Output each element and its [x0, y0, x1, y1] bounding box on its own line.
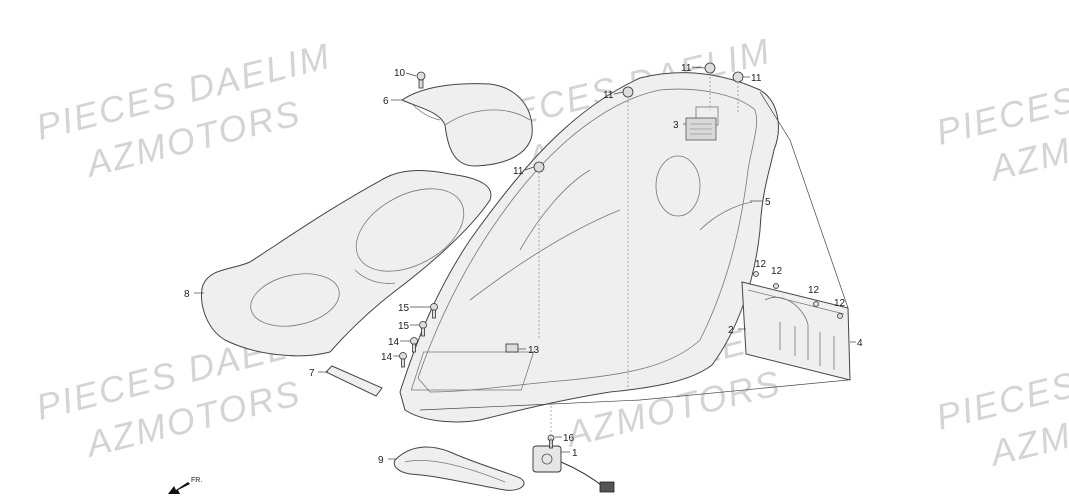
callout-5: 5	[765, 197, 771, 208]
callout-4: 4	[857, 338, 863, 349]
callout-14-a: 14	[388, 337, 400, 348]
watermark-1: PIECES DAELIM AZMOTORS	[32, 35, 335, 185]
callout-11-a: 11	[603, 90, 614, 101]
part-9-bracket	[393, 446, 525, 491]
callout-6: 6	[383, 96, 389, 107]
part-2-4-rear-panel	[741, 281, 851, 381]
callout-12-b: 12	[771, 266, 783, 277]
callout-15-b: 15	[398, 321, 410, 332]
callout-11-d: 11	[513, 166, 524, 177]
callout-3: 3	[673, 120, 679, 131]
part-3-label	[685, 117, 717, 141]
callout-9: 9	[378, 455, 384, 466]
front-direction-arrow: FR.	[168, 477, 202, 494]
callout-13: 13	[528, 345, 540, 356]
callout-11-c: 11	[751, 73, 762, 84]
callout-2: 2	[728, 325, 734, 336]
callout-7: 7	[309, 368, 315, 379]
callout-12-c: 12	[808, 285, 820, 296]
part-1-lock	[532, 445, 615, 493]
part-8-cushion	[200, 170, 492, 357]
callout-15-a: 15	[398, 303, 410, 314]
direction-label: FR.	[191, 477, 202, 484]
callout-14-b: 14	[381, 352, 393, 363]
callout-10: 10	[394, 68, 406, 79]
callout-16: 16	[563, 433, 575, 444]
callout-12-d: 12	[834, 298, 846, 309]
callout-11-b: 11	[681, 63, 692, 74]
part-5-storage-tub	[399, 72, 779, 423]
callouts: 10 6 11 11 11 11 3 5 8 12 12 12 12 2 4 1…	[184, 63, 863, 466]
part-6-cover	[400, 83, 533, 167]
watermark-6: PIECES AZM	[932, 363, 1069, 474]
callout-1: 1	[572, 448, 578, 459]
watermark-5: PIECES AZM	[932, 78, 1069, 189]
alignment-lines	[538, 73, 739, 448]
part-7-strip	[325, 365, 383, 397]
leader-lines	[194, 66, 856, 460]
perspective-lines	[419, 91, 849, 411]
fastener-bolts	[399, 62, 843, 449]
callout-12-a: 12	[755, 259, 767, 270]
callout-8: 8	[184, 289, 190, 300]
